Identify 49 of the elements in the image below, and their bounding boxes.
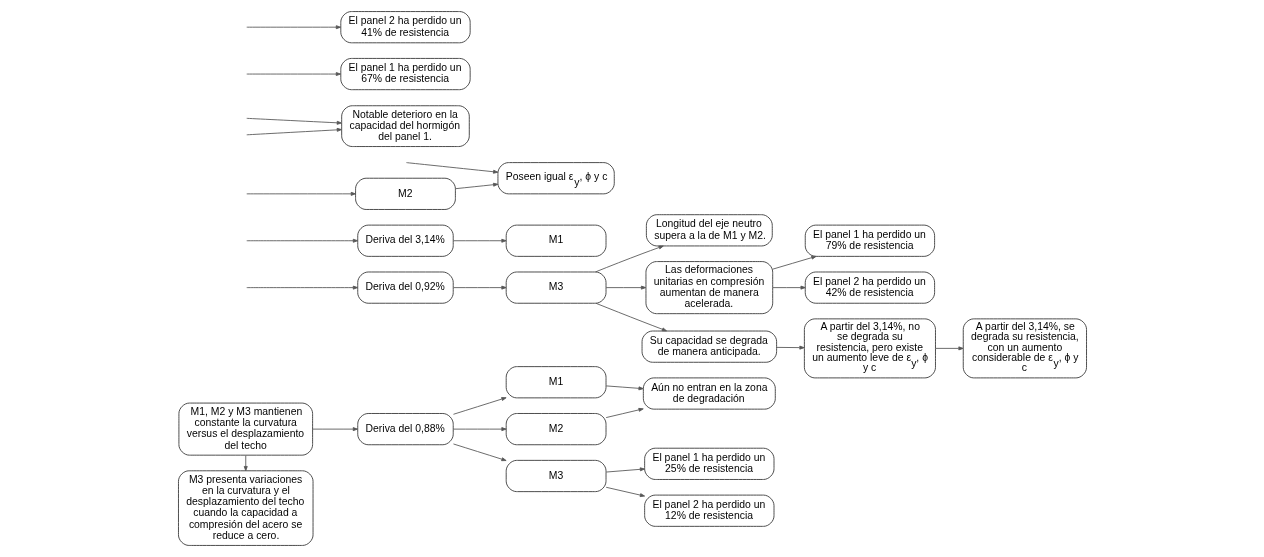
arrow: [245, 72, 341, 76]
node-box: El panel 2 ha perdido un 12% de resistencia: [643, 494, 774, 527]
arrow: [452, 427, 507, 432]
arrow: [934, 346, 964, 351]
node-box: M1: [505, 366, 606, 399]
arrow: [452, 443, 507, 462]
node-box: Deriva del 0,88%: [356, 413, 454, 446]
node-box: Las deformaciones unitarias en compresión aumentan de manera acelerada.: [645, 261, 773, 315]
node-box: Deriva del 3,14%: [356, 224, 454, 257]
arrow: [243, 455, 248, 472]
node-box: Deriva del 0,92%: [356, 271, 454, 304]
node-box: M3: [505, 271, 606, 304]
arrow: [245, 238, 358, 243]
node-box: M3 presenta variaciones en la curvatura y el desplazamiento del techo cuando la capacidad a compresión del acero se reduce a cero.: [177, 470, 313, 546]
arrow: [245, 285, 358, 290]
arrow: [605, 486, 645, 498]
node-box: Longitud del eje neutro supera a la de M1 y M2.: [645, 214, 773, 247]
arrow: [452, 285, 507, 290]
arrow: [605, 467, 645, 473]
node-box: El panel 2 ha perdido un 41% de resistencia: [339, 11, 471, 44]
node-box: M3: [505, 459, 606, 493]
arrow: [605, 285, 646, 290]
arrow: [245, 117, 342, 125]
node-box: El panel 1 ha perdido un 67% de resistencia: [339, 58, 471, 91]
node-box: El panel 2 ha perdido un 42% de resistencia: [804, 271, 935, 304]
arrow: [771, 255, 816, 270]
arrow: [245, 127, 342, 136]
arrow: [245, 25, 341, 30]
node-box: El panel 1 ha perdido un 25% de resistencia: [643, 447, 774, 480]
arrow: [405, 162, 498, 174]
node-box: Su capacidad se degrada de manera anticipada.: [641, 330, 777, 363]
node-box: M2: [354, 177, 456, 210]
node-box: M1, M2 y M3 mantienen constante la curvatura versus el desplazamiento del techo: [177, 402, 313, 456]
node-box: M1: [505, 224, 606, 257]
arrow: [775, 345, 805, 350]
arrow: [605, 385, 644, 391]
arrow: [311, 427, 358, 432]
node-box: El panel 1 ha perdido un 79% de resistencia: [804, 224, 935, 257]
arrow: [605, 407, 644, 418]
arrow: [452, 238, 507, 243]
arrow: [594, 302, 667, 332]
arrow: [771, 285, 806, 290]
arrow: [452, 397, 507, 415]
arrow: [454, 182, 498, 190]
node-box: M2: [505, 413, 606, 446]
node-box: Notable deterioro en la capacidad del hormigón del panel 1.: [340, 105, 470, 147]
node-box: Aún no entran en la zona de degradación: [642, 377, 776, 410]
arrow: [594, 245, 664, 273]
arrow: [245, 191, 356, 196]
